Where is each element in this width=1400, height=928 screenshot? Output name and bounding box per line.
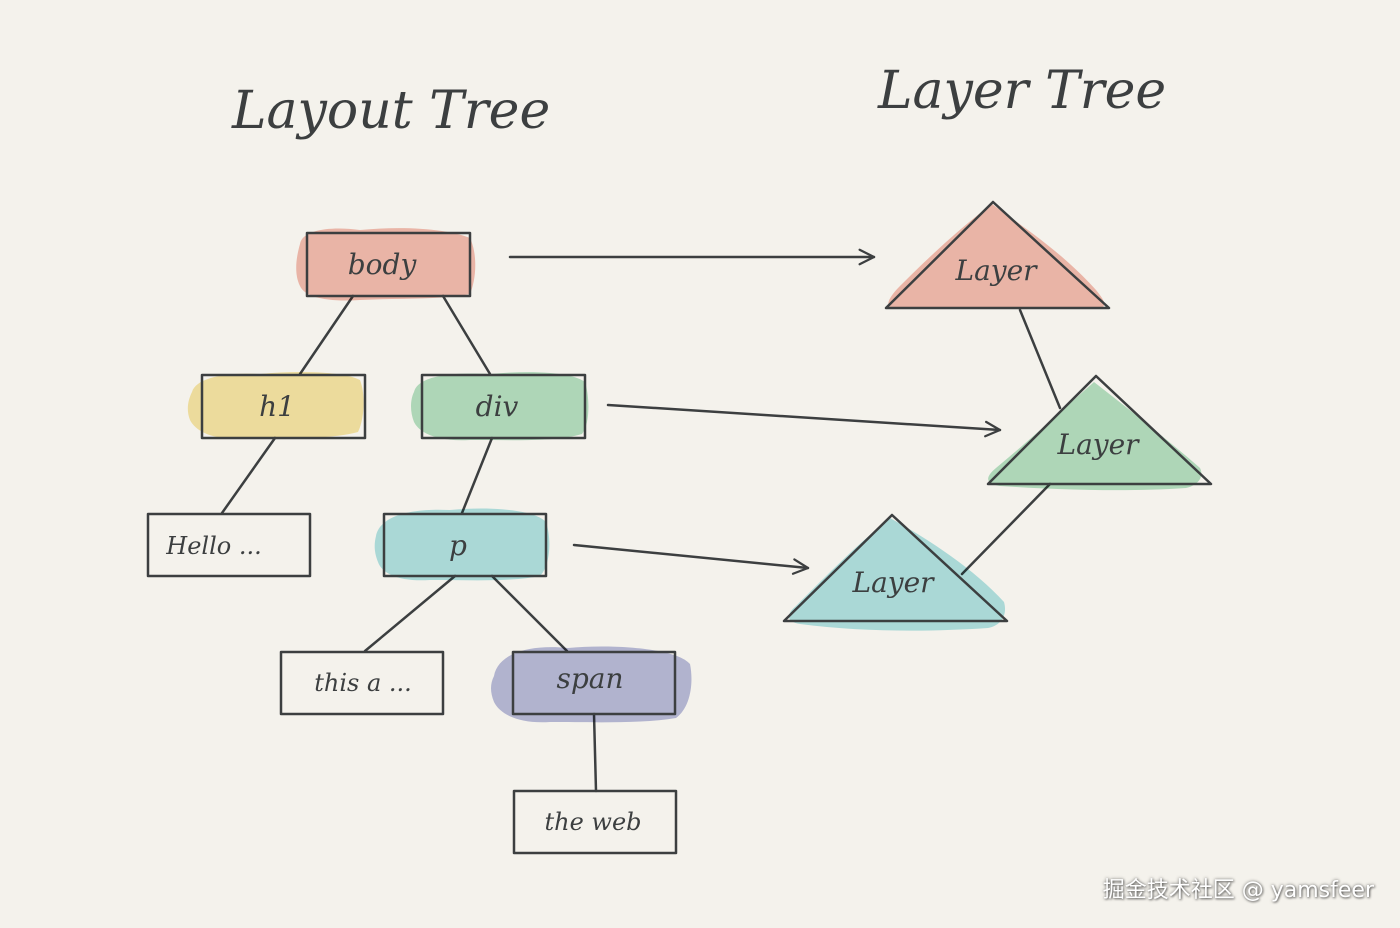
body-highlight <box>296 228 476 301</box>
span-highlight <box>491 646 692 723</box>
layer-outlines <box>782 200 1213 623</box>
edge-body-div <box>441 294 492 376</box>
div-highlight <box>411 372 589 441</box>
edge-div-p <box>460 436 494 515</box>
edge-layer-middle-bottom <box>960 482 1052 576</box>
edge-h1-hello <box>220 436 277 515</box>
layer-bottom-label: Layer <box>851 566 935 599</box>
highlight-blobs <box>187 228 692 723</box>
span-label: span <box>556 662 623 695</box>
hello-node <box>146 512 312 578</box>
h1-highlight <box>187 372 364 439</box>
p-node <box>382 512 548 578</box>
body-label: body <box>348 248 418 281</box>
layout-tree-labels: body h1 div Hello ... p this a ... span … <box>165 248 641 836</box>
edge-p-this <box>363 574 457 653</box>
p-highlight <box>374 508 550 581</box>
layer-top-label: Layer <box>954 254 1038 287</box>
span-node <box>511 650 677 716</box>
layout-tree-edges <box>220 294 598 793</box>
arrow-div-layer <box>606 403 1002 438</box>
layer-bottom-fill <box>788 518 1006 631</box>
layer-top-fill <box>888 204 1105 308</box>
div-label: div <box>476 390 519 423</box>
layer-middle-fill <box>988 382 1202 491</box>
layer-tree-title: Layer Tree <box>877 61 1166 121</box>
h1-label: h1 <box>259 390 295 423</box>
layer-bottom-triangle <box>782 513 1009 623</box>
edge-layer-top-middle <box>1018 308 1062 410</box>
body-node <box>305 231 472 298</box>
h1-node <box>200 373 367 440</box>
edge-span-theweb <box>592 712 598 793</box>
mapping-arrows <box>508 248 1002 575</box>
layer-top-triangle <box>884 200 1111 310</box>
layer-middle-label: Layer <box>1056 428 1140 461</box>
p-label: p <box>449 529 467 562</box>
this-label: this a ... <box>314 669 412 697</box>
hello-label: Hello ... <box>165 532 261 560</box>
this-node <box>279 650 445 716</box>
layout-tree-title: Layout Tree <box>231 81 550 141</box>
div-node <box>420 373 587 440</box>
layer-middle-triangle <box>986 374 1213 486</box>
layer-tree-edges <box>960 308 1062 576</box>
arrow-p-layer <box>572 543 810 575</box>
layout-tree-boxes <box>146 231 678 855</box>
edge-p-span <box>490 574 569 653</box>
theweb-label: the web <box>544 808 641 836</box>
watermark: 掘金技术社区 @ yamsfeer <box>1102 878 1374 903</box>
layer-labels: Layer Layer Layer <box>851 254 1140 599</box>
theweb-node <box>512 789 678 855</box>
edge-body-h1 <box>298 294 355 376</box>
layer-fills <box>788 204 1202 631</box>
